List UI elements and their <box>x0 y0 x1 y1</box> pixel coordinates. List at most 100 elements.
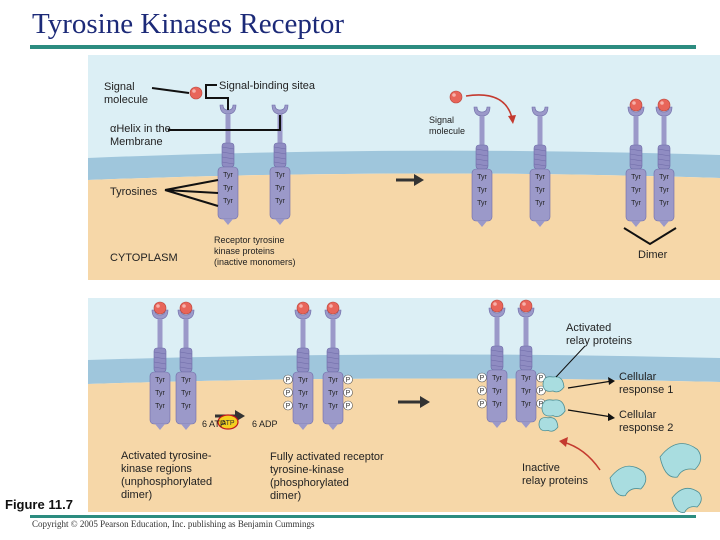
tyr-residue: Tyr <box>328 403 338 410</box>
dimer-bracket <box>623 227 677 246</box>
helix-stripe <box>475 153 489 157</box>
step-arrow-1-head <box>414 174 424 186</box>
tyr-residue: Tyr <box>631 200 641 207</box>
recruit-arrow-head <box>559 437 568 447</box>
tyr-residue: Tyr <box>659 187 669 194</box>
helix-stripe <box>296 351 310 355</box>
receptor-stalk <box>183 319 189 348</box>
tyr-residue: Tyr <box>535 200 545 207</box>
receptor-stalk <box>330 319 336 348</box>
tyr-residue: Tyr <box>659 174 669 181</box>
helix-stripe <box>153 351 167 355</box>
signal-binding-cup <box>219 104 237 115</box>
footer-divider <box>30 515 696 518</box>
phosphate-circle <box>283 387 293 398</box>
phosphate-circle <box>283 400 293 411</box>
binding-arrow <box>465 94 513 119</box>
phosphate-label: P <box>539 401 544 408</box>
top-cytoplasm <box>88 173 720 280</box>
signal-molecule-dot <box>519 299 533 313</box>
helix-stripe <box>326 356 340 360</box>
signal-highlight <box>522 302 526 306</box>
tyr-residue: Tyr <box>223 185 233 192</box>
tyr-residue: Tyr <box>155 377 165 384</box>
helix-stripe <box>326 351 340 355</box>
signal-molecule-dot <box>179 301 193 315</box>
tyr-residue: Tyr <box>521 388 531 395</box>
atp-ellipse <box>217 414 239 430</box>
helix-stripe <box>475 148 489 152</box>
tail-tip <box>155 424 165 430</box>
tyr-residue: Tyr <box>223 172 233 179</box>
tyr-residue: Tyr <box>492 401 502 408</box>
tyr-residue: Tyr <box>223 198 233 205</box>
receptor-stalk <box>300 319 306 348</box>
receptor-stalk <box>523 317 529 346</box>
signal-molecule-dot <box>449 90 463 104</box>
helix-stripe <box>490 364 504 368</box>
helix-stripe <box>153 366 167 370</box>
tyrosine-pointer-3 <box>164 189 219 207</box>
helix-stripe <box>179 356 193 360</box>
tyr-residue: Tyr <box>275 198 285 205</box>
helix-stripe <box>221 151 235 155</box>
helix-stripe <box>296 361 310 365</box>
phosphate-label: P <box>346 390 351 397</box>
tail-tip <box>275 219 285 225</box>
inactive-relay-protein-2 <box>659 443 702 478</box>
phosphate-label: P <box>286 403 291 410</box>
active-relay-protein-2 <box>541 399 566 417</box>
signal-molecule-dot <box>657 98 671 112</box>
helix-stripe <box>273 161 287 165</box>
signal-binding-cup <box>473 106 491 117</box>
signal-molecule-dot <box>490 299 504 313</box>
step-arrow-2-head <box>420 396 430 408</box>
phosphate-label: P <box>480 388 485 395</box>
tyr-residue: Tyr <box>275 172 285 179</box>
dimer-label: Dimer <box>638 249 668 261</box>
signal-binding-site-label: Signal-binding sitea <box>219 80 316 92</box>
phosphate-label: P <box>539 375 544 382</box>
phosphate-label: P <box>480 401 485 408</box>
tyr-residue: Tyr <box>328 390 338 397</box>
helix-stripe <box>629 163 643 167</box>
helix-stripe <box>153 361 167 365</box>
tyr-residue: Tyr <box>535 187 545 194</box>
figure-label: Figure 11.7 <box>5 497 73 512</box>
tyr-residue: Tyr <box>275 185 285 192</box>
tyr-residue: Tyr <box>298 403 308 410</box>
tyr-residue: Tyr <box>492 375 502 382</box>
receptor-stalk <box>494 317 500 346</box>
response-arrow-2 <box>567 409 613 418</box>
tyr-residue: Tyr <box>298 377 308 384</box>
helix-stripe <box>490 349 504 353</box>
activated-regions-label: Activated tyrosine-kinase regions(unphos… <box>121 450 213 501</box>
tyr-residue: Tyr <box>477 187 487 194</box>
helix-stripe <box>153 356 167 360</box>
receptor-stalk <box>225 114 231 143</box>
signal-highlight <box>660 101 664 105</box>
phosphate-label: P <box>480 375 485 382</box>
signal-highlight <box>329 304 333 308</box>
phosphate-circle <box>477 385 487 396</box>
helix-stripe <box>519 354 533 358</box>
inactive-relay-protein-1 <box>609 465 647 497</box>
phosphate-circle <box>477 372 487 383</box>
cytoplasm-label: CYTOPLASM <box>110 252 178 264</box>
tyr-residue: Tyr <box>659 200 669 207</box>
page-title: Tyrosine Kinases Receptor <box>32 8 345 40</box>
tail-tip <box>631 221 641 227</box>
title-divider <box>30 45 696 49</box>
phosphate-label: P <box>286 377 291 384</box>
receptor-stalk <box>633 116 639 145</box>
tyr-residue: Tyr <box>155 390 165 397</box>
